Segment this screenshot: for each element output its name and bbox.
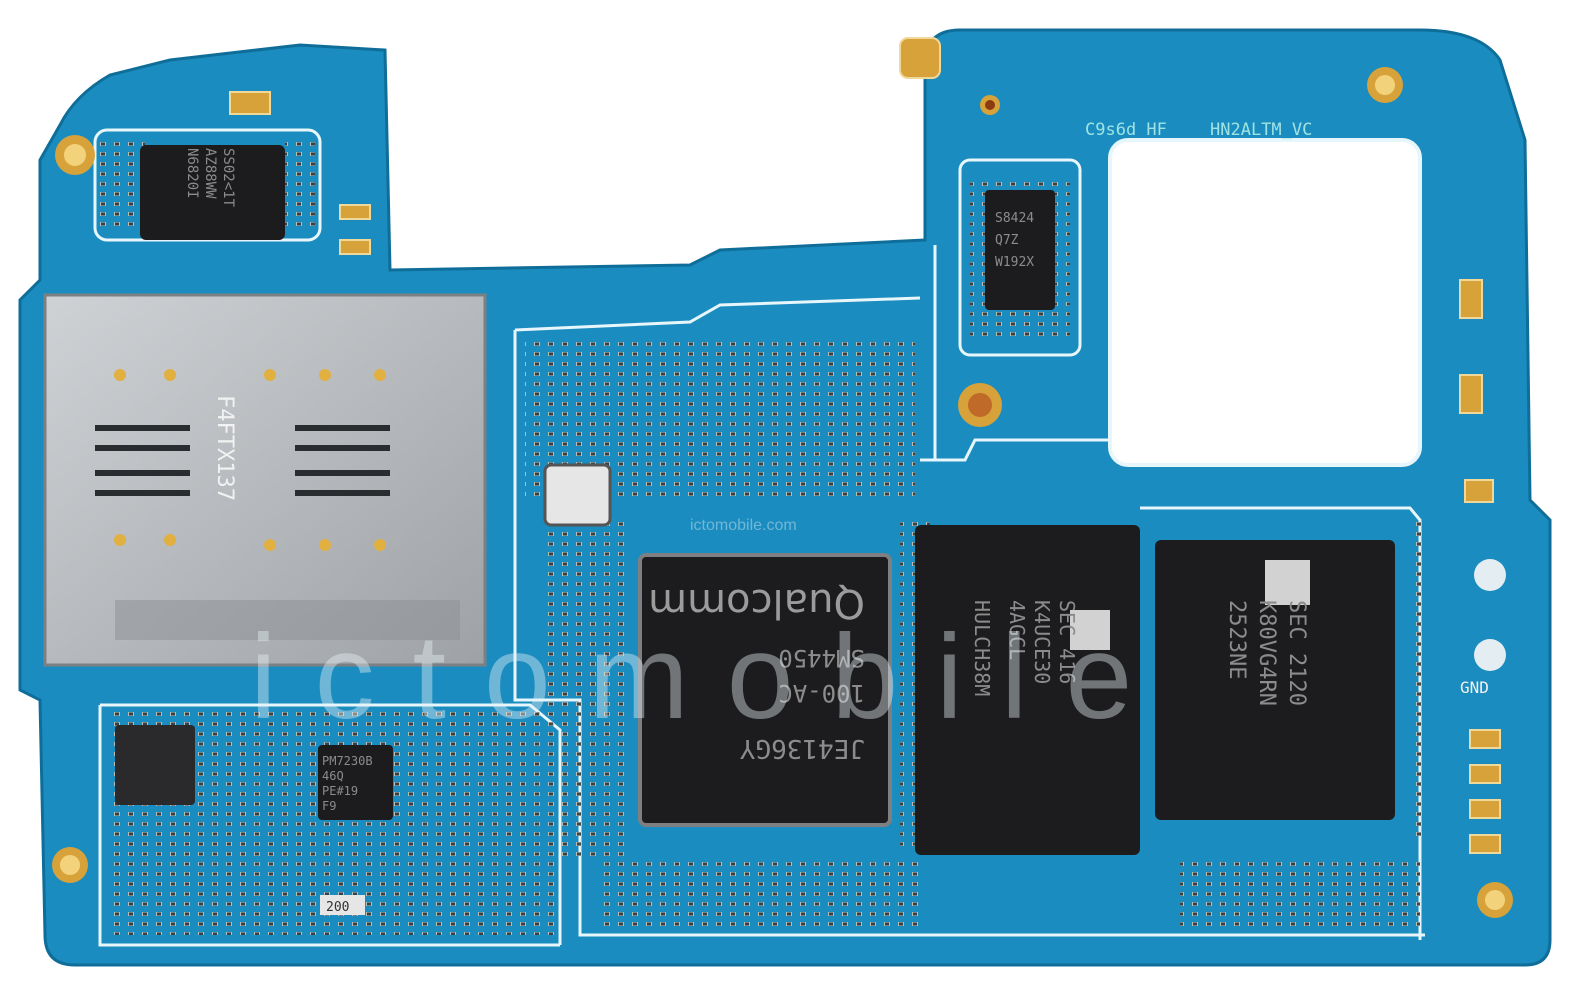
- memory-right-markings: SEC 2120 K80VG4RN 2523NE: [1224, 600, 1309, 706]
- bottom-chip-label: 200: [326, 900, 349, 915]
- memory-chip-left: [915, 525, 1140, 855]
- memory-chip-right: [1155, 540, 1395, 820]
- pmic-line-1: PM7230B: [322, 754, 373, 768]
- small-chip-line-3: W192X: [995, 255, 1034, 270]
- watermark-main: ictomobile: [250, 610, 1170, 744]
- rf-chip: [140, 145, 285, 240]
- soc-line-2: 100-AC: [778, 679, 865, 707]
- qualcomm-logo: Qualcomm: [648, 580, 865, 626]
- silkscreen-top-label: C9s6d HF: [1085, 120, 1167, 140]
- rf-chip-markings: SS02<1T AZ88WW N6820I: [184, 148, 236, 208]
- inductor: [543, 463, 612, 527]
- sim-tray-code: F4FTX137: [212, 395, 237, 501]
- soc-line-3: SM4450: [778, 644, 865, 672]
- small-chip: [985, 190, 1055, 310]
- pmic-line-4: F9: [322, 799, 336, 813]
- silkscreen-gnd-label: GND: [1460, 678, 1489, 697]
- rf-line-3: N6820I: [184, 148, 200, 199]
- pmic-chip: [318, 745, 393, 820]
- audio-chip: [115, 725, 195, 805]
- mem-left-line-1: SEC 416: [1055, 600, 1079, 684]
- sim-tray: [43, 293, 487, 667]
- pmic-line-3: PE#19: [322, 784, 358, 798]
- soc-chip: [638, 553, 892, 827]
- pmic-markings: PM7230B 46Q PE#19 F9: [322, 754, 373, 813]
- mem-left-line-4: HULCH38M: [970, 600, 994, 696]
- small-chip-line-2: Q7Z: [995, 233, 1019, 248]
- bottom-label-chip: [320, 895, 365, 915]
- mem-right-line-1: SEC 2120: [1284, 600, 1309, 706]
- qr-code: [1070, 560, 1310, 650]
- shield-cutout: [1108, 138, 1422, 467]
- mem-left-line-2: K4UCE30: [1030, 600, 1054, 684]
- mem-right-line-2: K80VG4RN: [1254, 600, 1279, 706]
- soc-markings: JE4136GY 100-AC SM4450 Qualcomm: [648, 580, 865, 763]
- soc-line-1: JE4136GY: [739, 733, 865, 763]
- antenna-contacts: [229, 37, 1501, 854]
- memory-left-markings: SEC 416 K4UCE30 4AGCL HULCH38M: [970, 600, 1079, 696]
- rf-line-1: SS02<1T: [220, 148, 236, 208]
- small-chip-markings: S8424 Q7Z W192X: [995, 211, 1034, 270]
- rf-line-2: AZ88WW: [202, 148, 218, 199]
- pmic-line-2: 46Q: [322, 769, 344, 783]
- watermark-url: ictomobile.com: [690, 517, 797, 534]
- silkscreen-model-label: HN2ALTM_VC: [1210, 120, 1312, 140]
- mounting-holes: [52, 67, 1513, 918]
- mem-left-line-3: 4AGCL: [1005, 600, 1029, 660]
- mem-right-line-3: 2523NE: [1224, 600, 1249, 679]
- small-chip-line-1: S8424: [995, 211, 1034, 226]
